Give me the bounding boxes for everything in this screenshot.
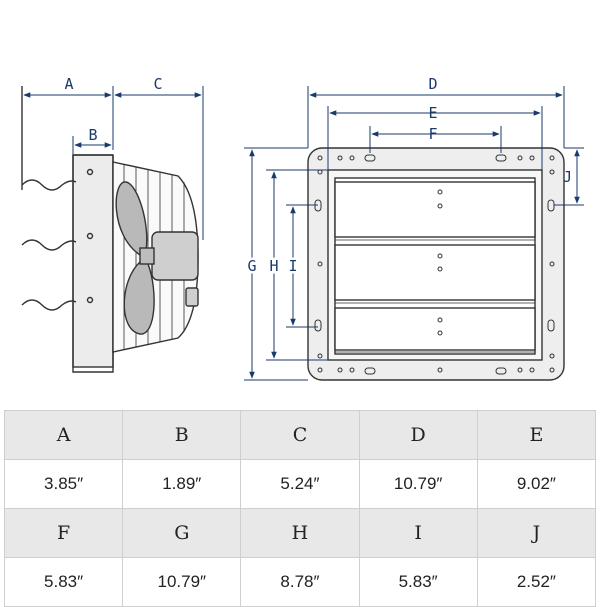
motor-hub: [139, 247, 155, 265]
dimension-table: A B C D E 3.85″ 1.89″ 5.24″ 10.79″ 9.02″…: [3, 410, 597, 607]
header-cell: E: [476, 410, 597, 460]
header-cell: H: [240, 508, 360, 558]
front-view: [307, 147, 565, 381]
value-cell: 2.52″: [476, 557, 597, 607]
wall-break-line: [21, 299, 77, 311]
wall-break-line: [21, 239, 77, 251]
table-value-row: 5.83″ 10.79″ 8.78″ 5.83″ 2.52″: [3, 557, 597, 607]
header-cell: G: [122, 508, 242, 558]
value-cell: 10.79″: [122, 557, 242, 607]
table-header-row: F G H I J: [3, 508, 597, 558]
motor-capacitor: [185, 287, 199, 307]
mount-slot: [364, 367, 376, 375]
louver-panel-2: [334, 244, 536, 301]
value-cell: 1.89″: [122, 459, 242, 509]
value-cell: 3.85″: [3, 459, 124, 509]
value-cell: 10.79″: [358, 459, 478, 509]
side-view-dimensions: [23, 86, 204, 240]
louver-panel-1: [334, 181, 536, 238]
header-cell: F: [3, 508, 124, 558]
label-j: J: [563, 168, 572, 186]
value-cell: 5.83″: [3, 557, 124, 607]
side-plate-hole: [86, 232, 94, 240]
mount-slot: [495, 154, 507, 162]
side-mounting-plate: [72, 154, 114, 368]
label-g: G: [247, 257, 256, 275]
mount-slot: [495, 367, 507, 375]
front-view-dimensions: [244, 86, 584, 381]
label-d: D: [428, 75, 437, 93]
label-e: E: [428, 104, 437, 122]
header-cell: B: [122, 410, 242, 460]
mount-slot: [547, 319, 555, 332]
label-h: H: [269, 257, 278, 275]
value-cell: 5.24″: [240, 459, 360, 509]
wall-break-line: [21, 179, 77, 191]
fan-dimension-drawing: A C B: [21, 75, 584, 381]
value-cell: 5.83″: [358, 557, 478, 607]
header-cell: C: [240, 410, 360, 460]
header-cell: I: [358, 508, 478, 558]
side-plate-hole: [86, 168, 94, 176]
side-plate-hole: [86, 296, 94, 304]
label-f: F: [428, 125, 437, 143]
mount-slot: [364, 154, 376, 162]
table-value-row: 3.85″ 1.89″ 5.24″ 10.79″ 9.02″: [3, 459, 597, 509]
header-cell: D: [358, 410, 478, 460]
fan-blade: [115, 181, 148, 256]
label-b: B: [88, 126, 97, 144]
fan-blade: [123, 261, 155, 335]
side-view: [21, 86, 199, 373]
value-cell: 9.02″: [476, 459, 597, 509]
label-i: I: [288, 257, 297, 275]
label-a: A: [64, 75, 73, 93]
header-cell: A: [3, 410, 124, 460]
louver-panel-3: [334, 307, 536, 351]
header-cell: J: [476, 508, 597, 558]
value-cell: 8.78″: [240, 557, 360, 607]
table-header-row: A B C D E: [3, 410, 597, 460]
label-c: C: [153, 75, 162, 93]
fan-motor: [151, 231, 199, 281]
mount-slot: [314, 319, 322, 332]
